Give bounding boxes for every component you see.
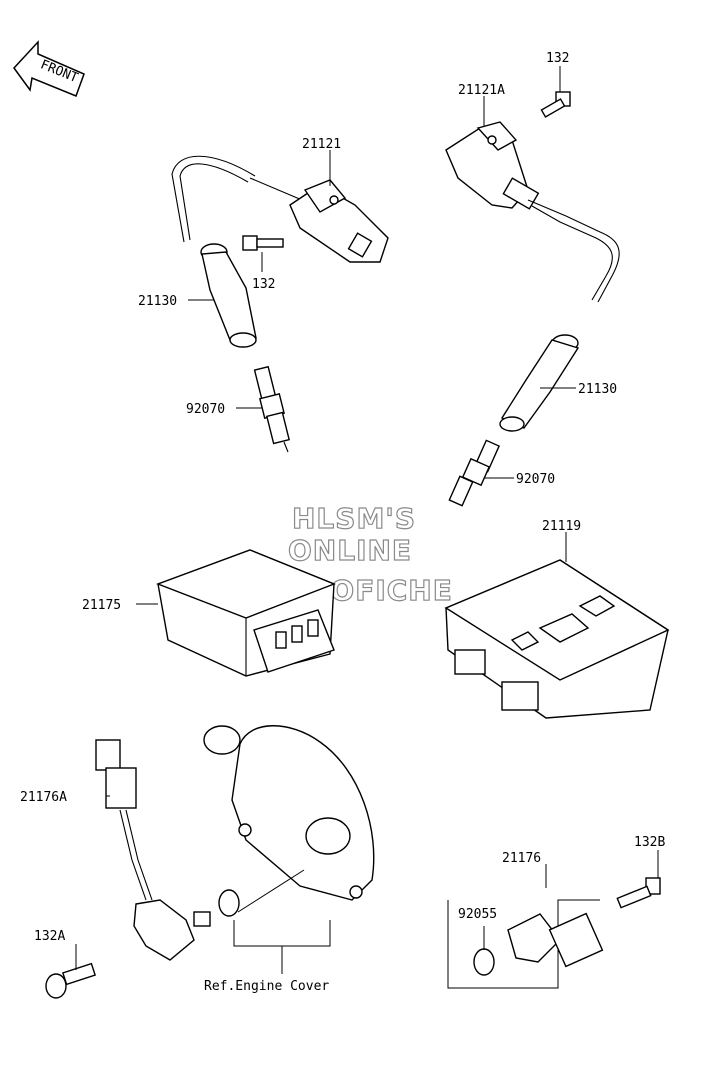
callout-132a: 132A bbox=[34, 929, 65, 944]
callout-21130-left: 21130 bbox=[138, 294, 177, 309]
o-ring-engine-cover[interactable] bbox=[218, 889, 240, 917]
watermark-line-2: ONLINE bbox=[288, 534, 412, 567]
regulator-unit[interactable] bbox=[156, 549, 336, 677]
spark-plug-right[interactable] bbox=[448, 439, 501, 507]
callout-21119: 21119 bbox=[542, 519, 581, 534]
callouts: 132 21121A 21121 132 21130 92070 21130 9… bbox=[20, 51, 665, 994]
callout-132-top-right: 132 bbox=[546, 51, 569, 66]
callout-132b: 132B bbox=[634, 835, 665, 850]
plug-boot-left[interactable] bbox=[200, 243, 257, 348]
bolt-132-right[interactable] bbox=[540, 91, 571, 118]
callout-ref-engine-cover: Ref.Engine Cover bbox=[204, 979, 329, 994]
callout-21130-right: 21130 bbox=[578, 382, 617, 397]
o-ring-92055[interactable] bbox=[473, 948, 495, 976]
callout-21121: 21121 bbox=[302, 137, 341, 152]
assembly-bracket-21176 bbox=[447, 899, 600, 989]
bolt-132b[interactable] bbox=[616, 877, 661, 909]
watermark-line-1: HLSM'S bbox=[292, 502, 416, 535]
callout-21176a: 21176A bbox=[20, 790, 67, 805]
callout-21176: 21176 bbox=[502, 851, 541, 866]
leader-lines bbox=[75, 66, 659, 974]
plug-boot-right[interactable] bbox=[499, 334, 580, 432]
callout-21121a: 21121A bbox=[458, 83, 505, 98]
bolt-132-left[interactable] bbox=[242, 235, 284, 251]
ignition-coil-right[interactable] bbox=[445, 121, 620, 303]
callout-92070-right: 92070 bbox=[516, 472, 555, 487]
callout-92055: 92055 bbox=[458, 907, 497, 922]
sensor-21176a[interactable] bbox=[95, 739, 211, 961]
sensor-21176[interactable] bbox=[507, 912, 604, 968]
callout-21175: 21175 bbox=[82, 598, 121, 613]
ecu-unit[interactable] bbox=[444, 559, 670, 719]
front-arrow-icon: FRONT bbox=[13, 40, 85, 97]
engine-cover bbox=[203, 725, 375, 901]
bolt-132a[interactable] bbox=[45, 962, 97, 999]
spark-plug-left[interactable] bbox=[253, 365, 290, 453]
callout-92070-left: 92070 bbox=[186, 402, 225, 417]
callout-132-left: 132 bbox=[252, 277, 275, 292]
ignition-coil-left[interactable] bbox=[171, 155, 389, 263]
